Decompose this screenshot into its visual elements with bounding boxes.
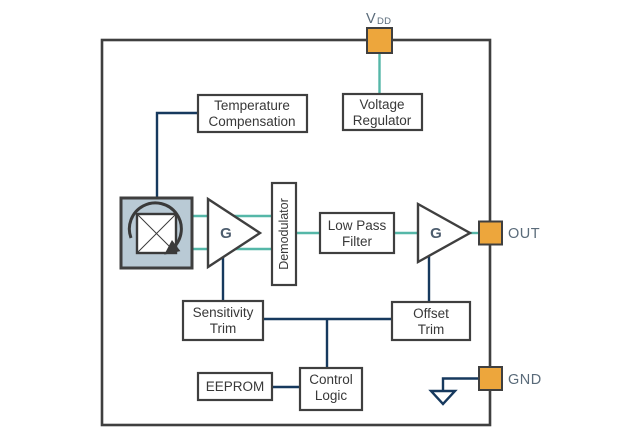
voltage-regulator-label-2: Regulator	[353, 113, 412, 128]
vdd-label-sub: DD	[377, 16, 391, 27]
amplifier-1-label: G	[220, 225, 232, 242]
low-pass-filter-block	[318, 211, 396, 255]
pin-labels: V DD OUT GND	[366, 11, 542, 388]
block-labels: Temperature Compensation Voltage Regulat…	[193, 97, 450, 403]
voltage-regulator-label-1: Voltage	[359, 97, 404, 112]
low-pass-filter-label-2: Filter	[342, 234, 373, 249]
blocks-group	[181, 92, 473, 412]
offset-trim-label-1: Offset	[413, 306, 449, 321]
vdd-label-main: V	[366, 11, 376, 27]
demodulator-block	[270, 181, 298, 287]
temperature-compensation-label-1: Temperature	[214, 98, 290, 113]
amplifier-2	[416, 201, 473, 265]
temperature-compensation-block	[196, 93, 309, 134]
gnd-pin	[478, 366, 503, 391]
rotation-arrow-head	[164, 240, 181, 255]
sensitivity-trim-label-1: Sensitivity	[193, 305, 254, 320]
hall-diagonal-2	[136, 213, 177, 254]
amp-labels: G G	[220, 225, 442, 242]
wire-gnd-pin-to-ground	[441, 377, 479, 391]
sensitivity-trim-label-2: Trim	[210, 321, 237, 336]
low-pass-filter-label-1: Low Pass	[328, 218, 387, 233]
ground-symbol-icon	[428, 389, 458, 406]
pins-group	[366, 27, 503, 391]
out-pin	[478, 220, 503, 246]
control-logic-label-1: Control	[309, 372, 353, 387]
eeprom-block	[196, 371, 274, 402]
out-label: OUT	[508, 226, 540, 242]
voltage-regulator-block	[341, 92, 424, 132]
control-logic-block	[298, 366, 364, 412]
vdd-pin	[366, 27, 393, 54]
offset-trim-label-2: Trim	[418, 322, 445, 337]
temperature-compensation-label-2: Compensation	[208, 114, 295, 129]
amplifier-2-label: G	[430, 225, 442, 242]
rotation-arrow-arc	[127, 201, 183, 250]
amplifier-1	[206, 196, 263, 270]
wire-tempcomp-to-hall	[155, 111, 198, 198]
sensitivity-trim-block	[181, 299, 265, 342]
offset-trim-block	[390, 300, 472, 342]
gnd-label: GND	[508, 372, 542, 388]
demodulator-label: Demodulator	[277, 198, 291, 270]
hall-element-icon	[119, 196, 194, 270]
control-logic-label-2: Logic	[315, 388, 348, 403]
eeprom-label: EEPROM	[206, 379, 265, 394]
